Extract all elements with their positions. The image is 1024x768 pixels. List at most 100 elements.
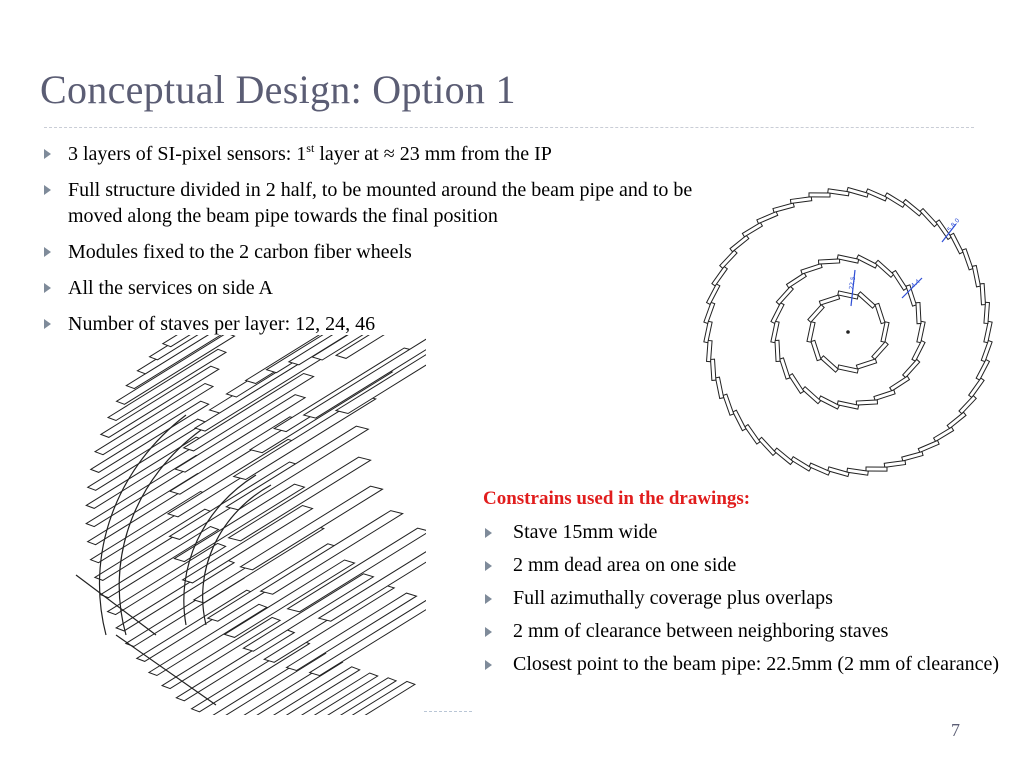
- stave-section: [917, 439, 940, 454]
- stave-section: [801, 385, 822, 405]
- bullet-arrow-icon: [44, 283, 51, 293]
- stave-section: [757, 436, 777, 457]
- stave-section: [967, 377, 985, 399]
- stave-section: [818, 395, 841, 410]
- stave-section: [983, 320, 993, 344]
- stave-section: [732, 409, 747, 432]
- constraint-text: 2 mm of clearance between neighboring st…: [513, 620, 889, 642]
- dimension-label: 4.4: [910, 278, 922, 290]
- page-title: Conceptual Design: Option 1: [40, 67, 516, 112]
- dimension-line: [850, 269, 856, 307]
- stave-section: [775, 285, 795, 306]
- stave-section: [911, 339, 926, 362]
- bullet-item: Number of staves per layer: 12, 24, 46: [40, 311, 710, 337]
- stave: [161, 335, 191, 348]
- stave-section: [817, 258, 841, 265]
- wheel-edge: [115, 634, 217, 706]
- stave: [173, 394, 307, 473]
- stave: [227, 456, 372, 542]
- stave-section: [789, 196, 813, 205]
- bullet-text: All the services on side A: [68, 277, 273, 299]
- stave-section: [744, 423, 761, 445]
- bullet-text: Number of staves per layer: 12, 24, 46: [68, 313, 376, 335]
- dimension-label: 22.5: [848, 276, 857, 291]
- stave: [310, 335, 364, 361]
- bullet-item: Modules fixed to the 2 carbon fiber whee…: [40, 239, 710, 265]
- stave-section: [905, 284, 917, 307]
- stave-section: [919, 207, 939, 228]
- stave-section: [915, 301, 922, 325]
- stave: [99, 365, 220, 438]
- stave: [285, 592, 418, 672]
- stave-section: [807, 304, 825, 323]
- stave-section: [837, 290, 859, 300]
- stave: [287, 335, 348, 366]
- main-bullet-list: 3 layers of SI-pixel sensors: 1st layer …: [40, 141, 710, 347]
- stave: [175, 629, 296, 702]
- stave-section: [873, 389, 896, 401]
- stave-section: [971, 264, 982, 288]
- stave: [259, 510, 404, 595]
- stave-section: [808, 462, 831, 476]
- stave-section: [729, 234, 750, 253]
- stave: [286, 527, 426, 613]
- constraint-item: Stave 15mm wide: [483, 520, 1003, 544]
- stave-section: [855, 254, 878, 269]
- stave-section: [772, 202, 795, 214]
- stave-section: [958, 394, 977, 415]
- stave-section: [705, 283, 721, 306]
- stave-section: [779, 357, 791, 380]
- stave-section: [719, 249, 738, 270]
- wheel-arc: [118, 429, 202, 636]
- stave: [181, 504, 314, 584]
- bullet-text: Full structure divided in 2 half, to be …: [68, 179, 693, 227]
- stave: [225, 425, 370, 511]
- stave: [351, 680, 417, 715]
- stave-section: [880, 321, 890, 343]
- bullet-superscript: st: [306, 141, 315, 155]
- bullet-arrow-icon: [485, 594, 492, 604]
- constraints-heading: Constrains used in the drawings:: [483, 488, 751, 509]
- bullet-item: Full structure divided in 2 half, to be …: [40, 177, 710, 229]
- stave-section: [836, 254, 860, 264]
- stave-section: [810, 339, 822, 362]
- stave-section: [711, 265, 729, 287]
- constraint-text: 2 mm dead area on one side: [513, 554, 737, 576]
- stave-section: [836, 400, 860, 410]
- stave-section: [722, 393, 735, 416]
- stave: [93, 382, 215, 456]
- stave-section: [827, 188, 850, 197]
- stave-section: [855, 358, 878, 370]
- stave-section: [788, 373, 805, 395]
- stave-section: [709, 358, 717, 381]
- stave-section: [818, 294, 841, 306]
- stave-section: [756, 210, 779, 225]
- constraint-text: Stave 15mm wide: [513, 521, 658, 543]
- stave: [239, 485, 384, 571]
- stave-section: [902, 198, 923, 217]
- stave-section: [808, 192, 831, 198]
- bullet-text: 3 layers of SI-pixel sensors: 1: [68, 143, 307, 165]
- beam-axis-dot: [846, 330, 850, 334]
- stave: [89, 400, 210, 473]
- stave-section: [714, 376, 725, 400]
- stave-section: [846, 467, 869, 476]
- stave-section: [774, 339, 781, 363]
- dimension-label: 5.8.0: [946, 217, 961, 233]
- stave-section: [874, 259, 895, 279]
- bullet-arrow-icon: [44, 185, 51, 195]
- stave-section: [773, 447, 794, 466]
- stave-section: [946, 411, 967, 430]
- stave-section: [703, 301, 716, 325]
- stave-section: [857, 291, 876, 309]
- stave-section: [932, 426, 955, 443]
- stave-section: [703, 320, 713, 344]
- stave: [148, 335, 199, 361]
- dimension-line: [941, 223, 957, 243]
- stave-section: [883, 459, 907, 468]
- constraint-text: Closest point to the beam pipe: 22.5mm (…: [513, 653, 999, 675]
- constraints-box: Constrains used in the drawings: Stave 1…: [483, 486, 1003, 685]
- stave: [302, 338, 426, 419]
- stave: [106, 348, 228, 422]
- stave-section: [983, 301, 990, 325]
